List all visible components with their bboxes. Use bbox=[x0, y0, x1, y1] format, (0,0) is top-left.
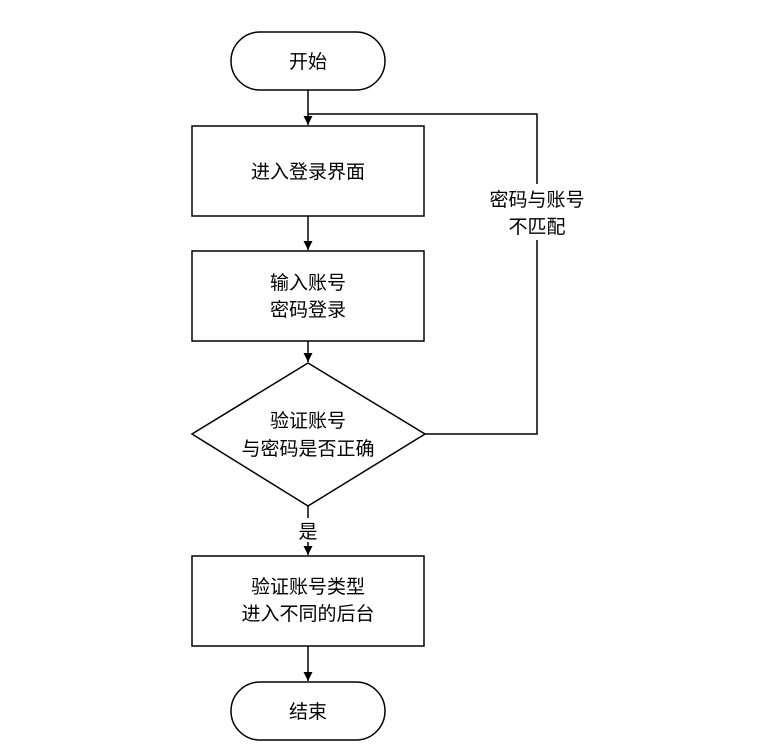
end-node: 结束 bbox=[230, 681, 386, 741]
verify-line-2: 与密码是否正确 bbox=[241, 438, 374, 460]
end-label: 结束 bbox=[289, 701, 327, 723]
edge-mismatch-loop bbox=[308, 113, 538, 435]
input-credentials-line-2: 密码登录 bbox=[270, 299, 346, 321]
route-backend-line-1: 验证账号类型 bbox=[251, 576, 365, 598]
mismatch-label-bg bbox=[470, 184, 605, 240]
yes-label: 是 bbox=[298, 521, 317, 543]
start-node: 开始 bbox=[230, 31, 386, 91]
input-credentials-node: 输入账号 密码登录 bbox=[191, 250, 425, 342]
verify-decision-node: 验证账号 与密码是否正确 bbox=[190, 362, 427, 507]
input-credentials-line-1: 输入账号 bbox=[270, 272, 346, 294]
mismatch-label-line-2: 不匹配 bbox=[508, 216, 565, 238]
start-label: 开始 bbox=[289, 51, 327, 73]
verify-line-1: 验证账号 bbox=[270, 410, 346, 432]
enter-login-node: 进入登录界面 bbox=[191, 125, 425, 217]
route-backend-node: 验证账号类型 进入不同的后台 bbox=[191, 555, 425, 647]
mismatch-label-line-1: 密码与账号 bbox=[489, 189, 584, 211]
yes-label-bg bbox=[296, 518, 320, 542]
route-backend-line-2: 进入不同的后台 bbox=[241, 603, 374, 625]
enter-login-label: 进入登录界面 bbox=[251, 161, 365, 183]
